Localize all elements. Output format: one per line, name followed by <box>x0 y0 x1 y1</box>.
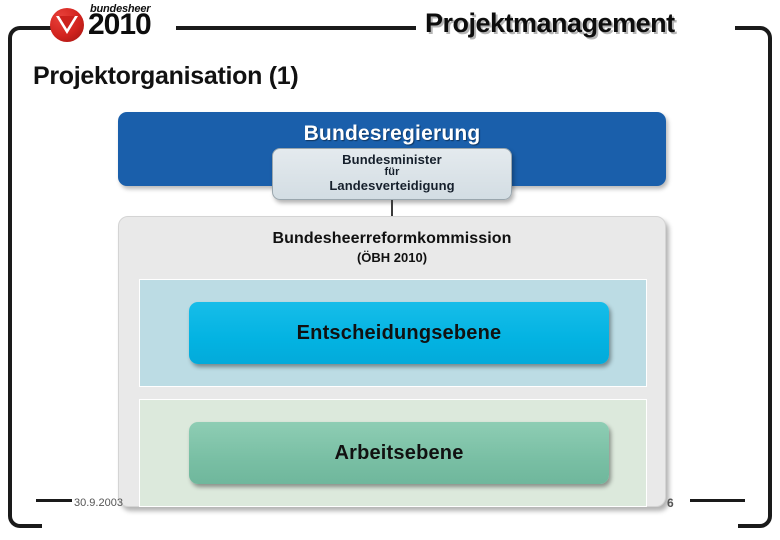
header-title: Projektmanagement <box>425 8 675 38</box>
logo-year: 2010 <box>88 8 152 41</box>
decision-level-panel: Entscheidungsebene <box>139 279 647 387</box>
frame-line-left <box>8 52 12 502</box>
decision-level-label: Entscheidungsebene <box>296 321 502 344</box>
frame-corner-top-right <box>738 26 772 60</box>
commission-panel: Bundesheerreformkommission (ÖBH 2010) En… <box>118 216 666 507</box>
frame-line-bottom-right <box>690 499 745 502</box>
commission-title: Bundesheerreformkommission <box>272 230 512 247</box>
minister-box-line-2: für <box>384 166 400 179</box>
logo-brand-word: bundesheer <box>90 3 151 15</box>
frame-corner-bottom-left <box>8 494 42 528</box>
frame-line-right <box>768 52 772 502</box>
minister-box: Bundesminister für Landesverteidigung <box>272 148 512 200</box>
frame-line-top-left <box>36 26 58 30</box>
minister-box-line-1: Bundesminister <box>342 152 442 167</box>
connector-line-minister-to-commission <box>391 200 393 217</box>
work-level-label: Arbeitsebene <box>334 441 464 464</box>
austrian-armed-forces-triangle-emblem-icon <box>50 8 84 42</box>
footer-date: 30.9.2003 <box>74 497 123 509</box>
frame-corner-top-left <box>8 26 42 60</box>
frame-line-top-middle <box>176 26 416 30</box>
minister-box-line-3: Landesverteidigung <box>329 177 455 193</box>
page-title: Projektorganisation (1) <box>33 62 299 90</box>
bundesheer-logo: bundesheer 2010 <box>50 2 180 42</box>
decision-level-box: Entscheidungsebene <box>189 302 609 364</box>
commission-subtitle: (ÖBH 2010) <box>356 250 428 265</box>
frame-line-top-right <box>735 26 745 30</box>
government-box-label: Bundesregierung <box>303 122 481 145</box>
frame-corner-bottom-right <box>738 494 772 528</box>
work-level-box: Arbeitsebene <box>189 422 609 484</box>
footer-page-number: 6 <box>667 496 674 510</box>
work-level-panel: Arbeitsebene <box>139 399 647 507</box>
frame-line-bottom-left <box>36 499 72 502</box>
